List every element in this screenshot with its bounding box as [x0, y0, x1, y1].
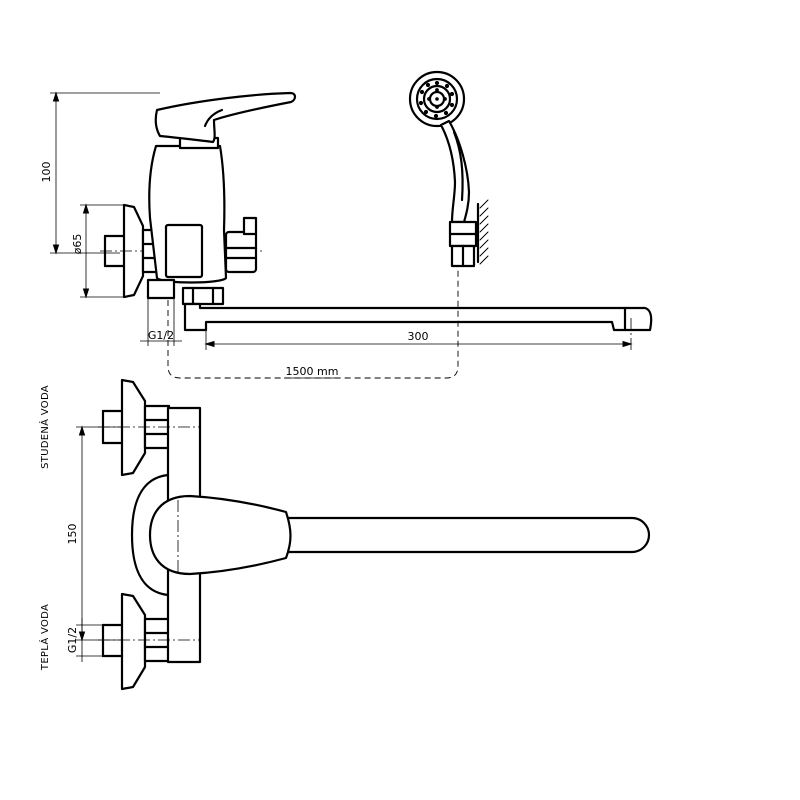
spout-top: [278, 516, 651, 554]
dimension-spout: 300: [204, 330, 633, 350]
side-view: 100 ø65: [40, 70, 653, 379]
wall-rosette-top-lower: [120, 592, 147, 691]
shower-hose-path: [167, 268, 459, 379]
dimension-spacing-label: 150: [66, 524, 79, 545]
lever-handle-side: [154, 91, 297, 144]
shower-head: [408, 70, 471, 224]
dimension-height-label: 100: [40, 162, 53, 183]
dimension-hose-label: 1500 mm: [286, 365, 339, 378]
dimension-diameter: ø65: [71, 203, 128, 299]
wall-rosette-side: [122, 203, 145, 299]
body-arc: [130, 473, 170, 597]
hot-water-label: TEPLÁ VODA: [38, 604, 51, 671]
dimension-thread-bottom-label: G1/2: [66, 627, 79, 653]
mixer-boss-side: [164, 223, 204, 279]
lever-handle-top: [148, 494, 292, 576]
wall-rosette-top-upper: [120, 378, 147, 477]
top-view: STUDENÁ VODA TEPLÁ VODA 150 G1/2: [38, 378, 651, 691]
cold-water-label: STUDENÁ VODA: [38, 385, 51, 469]
dimension-spacing: 150: [66, 425, 124, 642]
dimension-thread-top: G1/2: [140, 298, 182, 346]
dimension-spout-label: 300: [408, 330, 429, 343]
shower-wall-bracket: [448, 199, 489, 268]
dimension-height: 100: [40, 91, 160, 255]
spout-side: [183, 302, 653, 332]
dimension-thread-top-label: G1/2: [148, 329, 174, 342]
dimension-diameter-label: ø65: [71, 234, 84, 255]
diverter-knob-side: [224, 230, 258, 274]
